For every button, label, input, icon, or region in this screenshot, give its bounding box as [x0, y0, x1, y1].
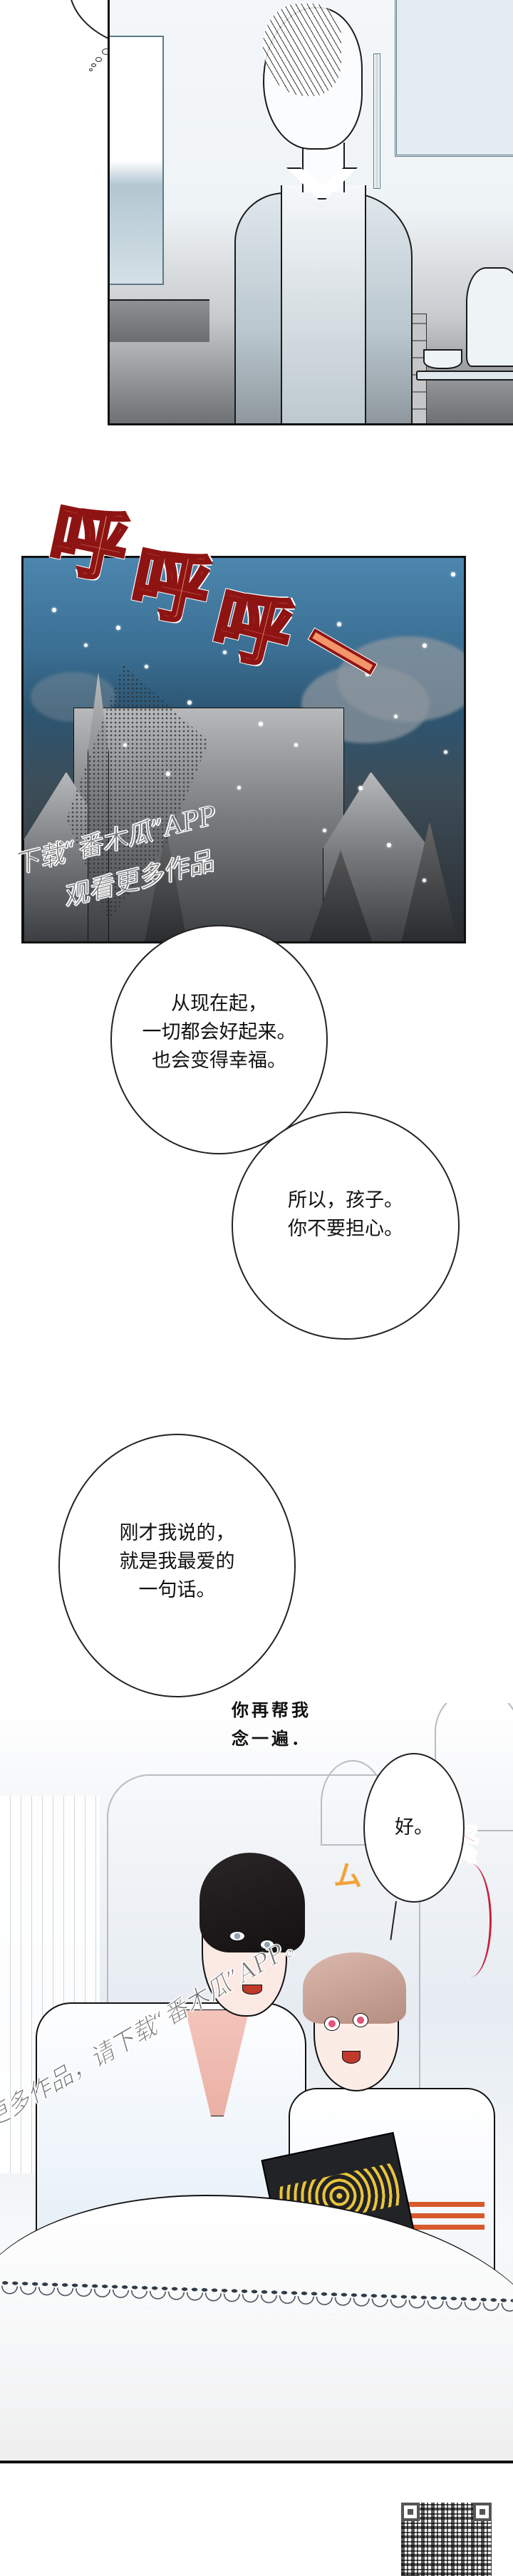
speech-line: 一句话。	[138, 1579, 216, 1601]
speech-text: 好。	[395, 1814, 433, 1842]
boy-eye	[324, 2017, 340, 2031]
snowflake	[423, 879, 426, 882]
candlestick	[373, 53, 380, 189]
narration-text: 你再帮我 念一遍．	[232, 1696, 311, 1753]
thought-dot	[95, 57, 102, 62]
snowflake	[423, 643, 427, 648]
wall-painting-left	[110, 36, 164, 285]
hug-motion-arc	[449, 1863, 492, 1977]
sleeve-stripe	[403, 2213, 484, 2218]
speech-line: 也会变得幸福。	[152, 1050, 286, 1072]
snowflake	[294, 743, 298, 747]
sfx-char: —	[288, 588, 402, 706]
sfx-wind: 呼 呼 呼 —	[36, 491, 435, 720]
maid-hair	[263, 4, 341, 96]
sfx-char: 呼	[122, 534, 219, 640]
thought-dot	[89, 68, 93, 71]
side-table	[110, 299, 209, 342]
thought-dot	[91, 63, 96, 67]
speech-bubble: 好。	[363, 1753, 465, 1903]
speech-text: 刚才我说的， 就是我最爱的 一句话。	[120, 1519, 235, 1605]
speech-line: 你不要担心。	[288, 1218, 403, 1240]
wall-painting-right	[395, 0, 513, 157]
panel-castle	[21, 556, 466, 943]
snowflake	[145, 665, 148, 668]
snowflake	[387, 843, 391, 847]
snowflake	[358, 786, 363, 790]
sfx-char: 呼	[40, 491, 137, 597]
teapot-icon	[466, 267, 513, 367]
snowflake	[52, 608, 56, 612]
qr-finder-icon	[401, 2503, 420, 2521]
snowflake	[223, 651, 227, 654]
snowflake	[202, 857, 206, 862]
snowflake	[394, 715, 398, 718]
anger-mark-icon: ム	[333, 1860, 362, 1893]
speech-text: 从现在起， 一切都会好起来。 也会变得幸福。	[142, 990, 296, 1075]
speech-bubble: 刚才我说的， 就是我最爱的 一句话。	[58, 1434, 296, 1697]
maid-apron	[281, 185, 366, 423]
man-eye	[260, 1940, 274, 1950]
speech-line: 就是我最爱的	[119, 1551, 235, 1573]
snowflake	[84, 643, 88, 647]
panel-maid	[108, 0, 513, 425]
boy-mouth	[342, 2051, 361, 2064]
man-eye	[229, 1931, 245, 1941]
qr-code[interactable]	[401, 2503, 492, 2576]
narration-line: 念一遍．	[232, 1729, 311, 1749]
snowflake	[337, 622, 341, 626]
snowflake	[451, 572, 455, 576]
snowflake	[237, 786, 241, 790]
speech-line: 刚才我说的，	[119, 1522, 235, 1544]
speech-text: 所以，孩子。 你不要担心。	[288, 1186, 403, 1243]
speech-line: 所以，孩子。	[288, 1189, 403, 1211]
boy-hair	[303, 1952, 406, 2024]
narration-line: 你再帮我	[232, 1700, 311, 1720]
sleeve-stripe	[403, 2202, 484, 2207]
speech-line: 好。	[395, 1816, 433, 1838]
snowflake	[187, 700, 192, 705]
snowflake	[166, 772, 170, 776]
snowflake	[116, 626, 120, 630]
snowflake	[366, 672, 370, 676]
boy-eye	[353, 2013, 368, 2027]
man-hair	[200, 1853, 305, 1952]
man-mouth	[242, 1985, 262, 1995]
speech-line: 一切都会好起来。	[142, 1021, 296, 1043]
snowflake	[444, 750, 447, 754]
snowflake	[259, 722, 263, 726]
snowflake	[323, 829, 326, 832]
tea-tray	[416, 371, 513, 381]
speech-bubble: 从现在起， 一切都会好起来。 也会变得幸福。	[110, 925, 328, 1154]
snowflake	[123, 743, 127, 747]
teacup-icon	[423, 349, 462, 369]
speech-bubble: 所以，孩子。 你不要担心。	[232, 1112, 460, 1340]
sleeve-stripe	[403, 2225, 484, 2230]
sfx-char: 呼	[203, 576, 302, 683]
qr-finder-icon	[473, 2503, 492, 2521]
speech-line: 从现在起，	[171, 993, 267, 1015]
